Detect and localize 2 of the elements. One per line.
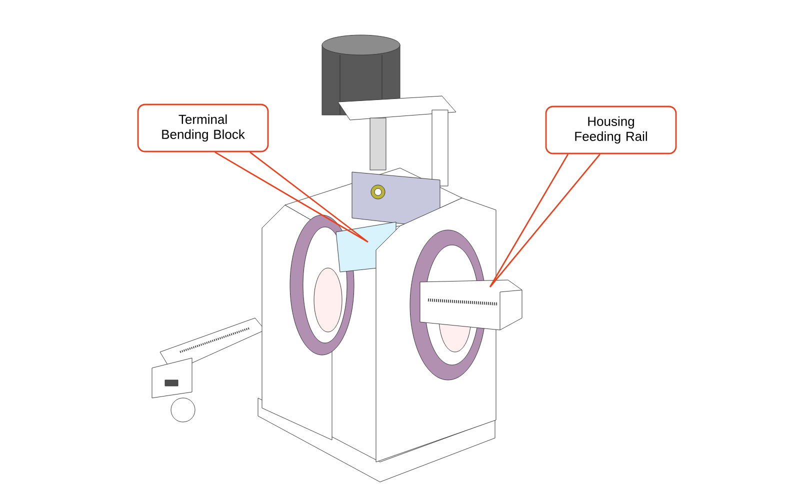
- callout-box: Terminal Bending Block: [137, 104, 269, 152]
- callout-box: Housing Feeding Rail: [545, 106, 677, 154]
